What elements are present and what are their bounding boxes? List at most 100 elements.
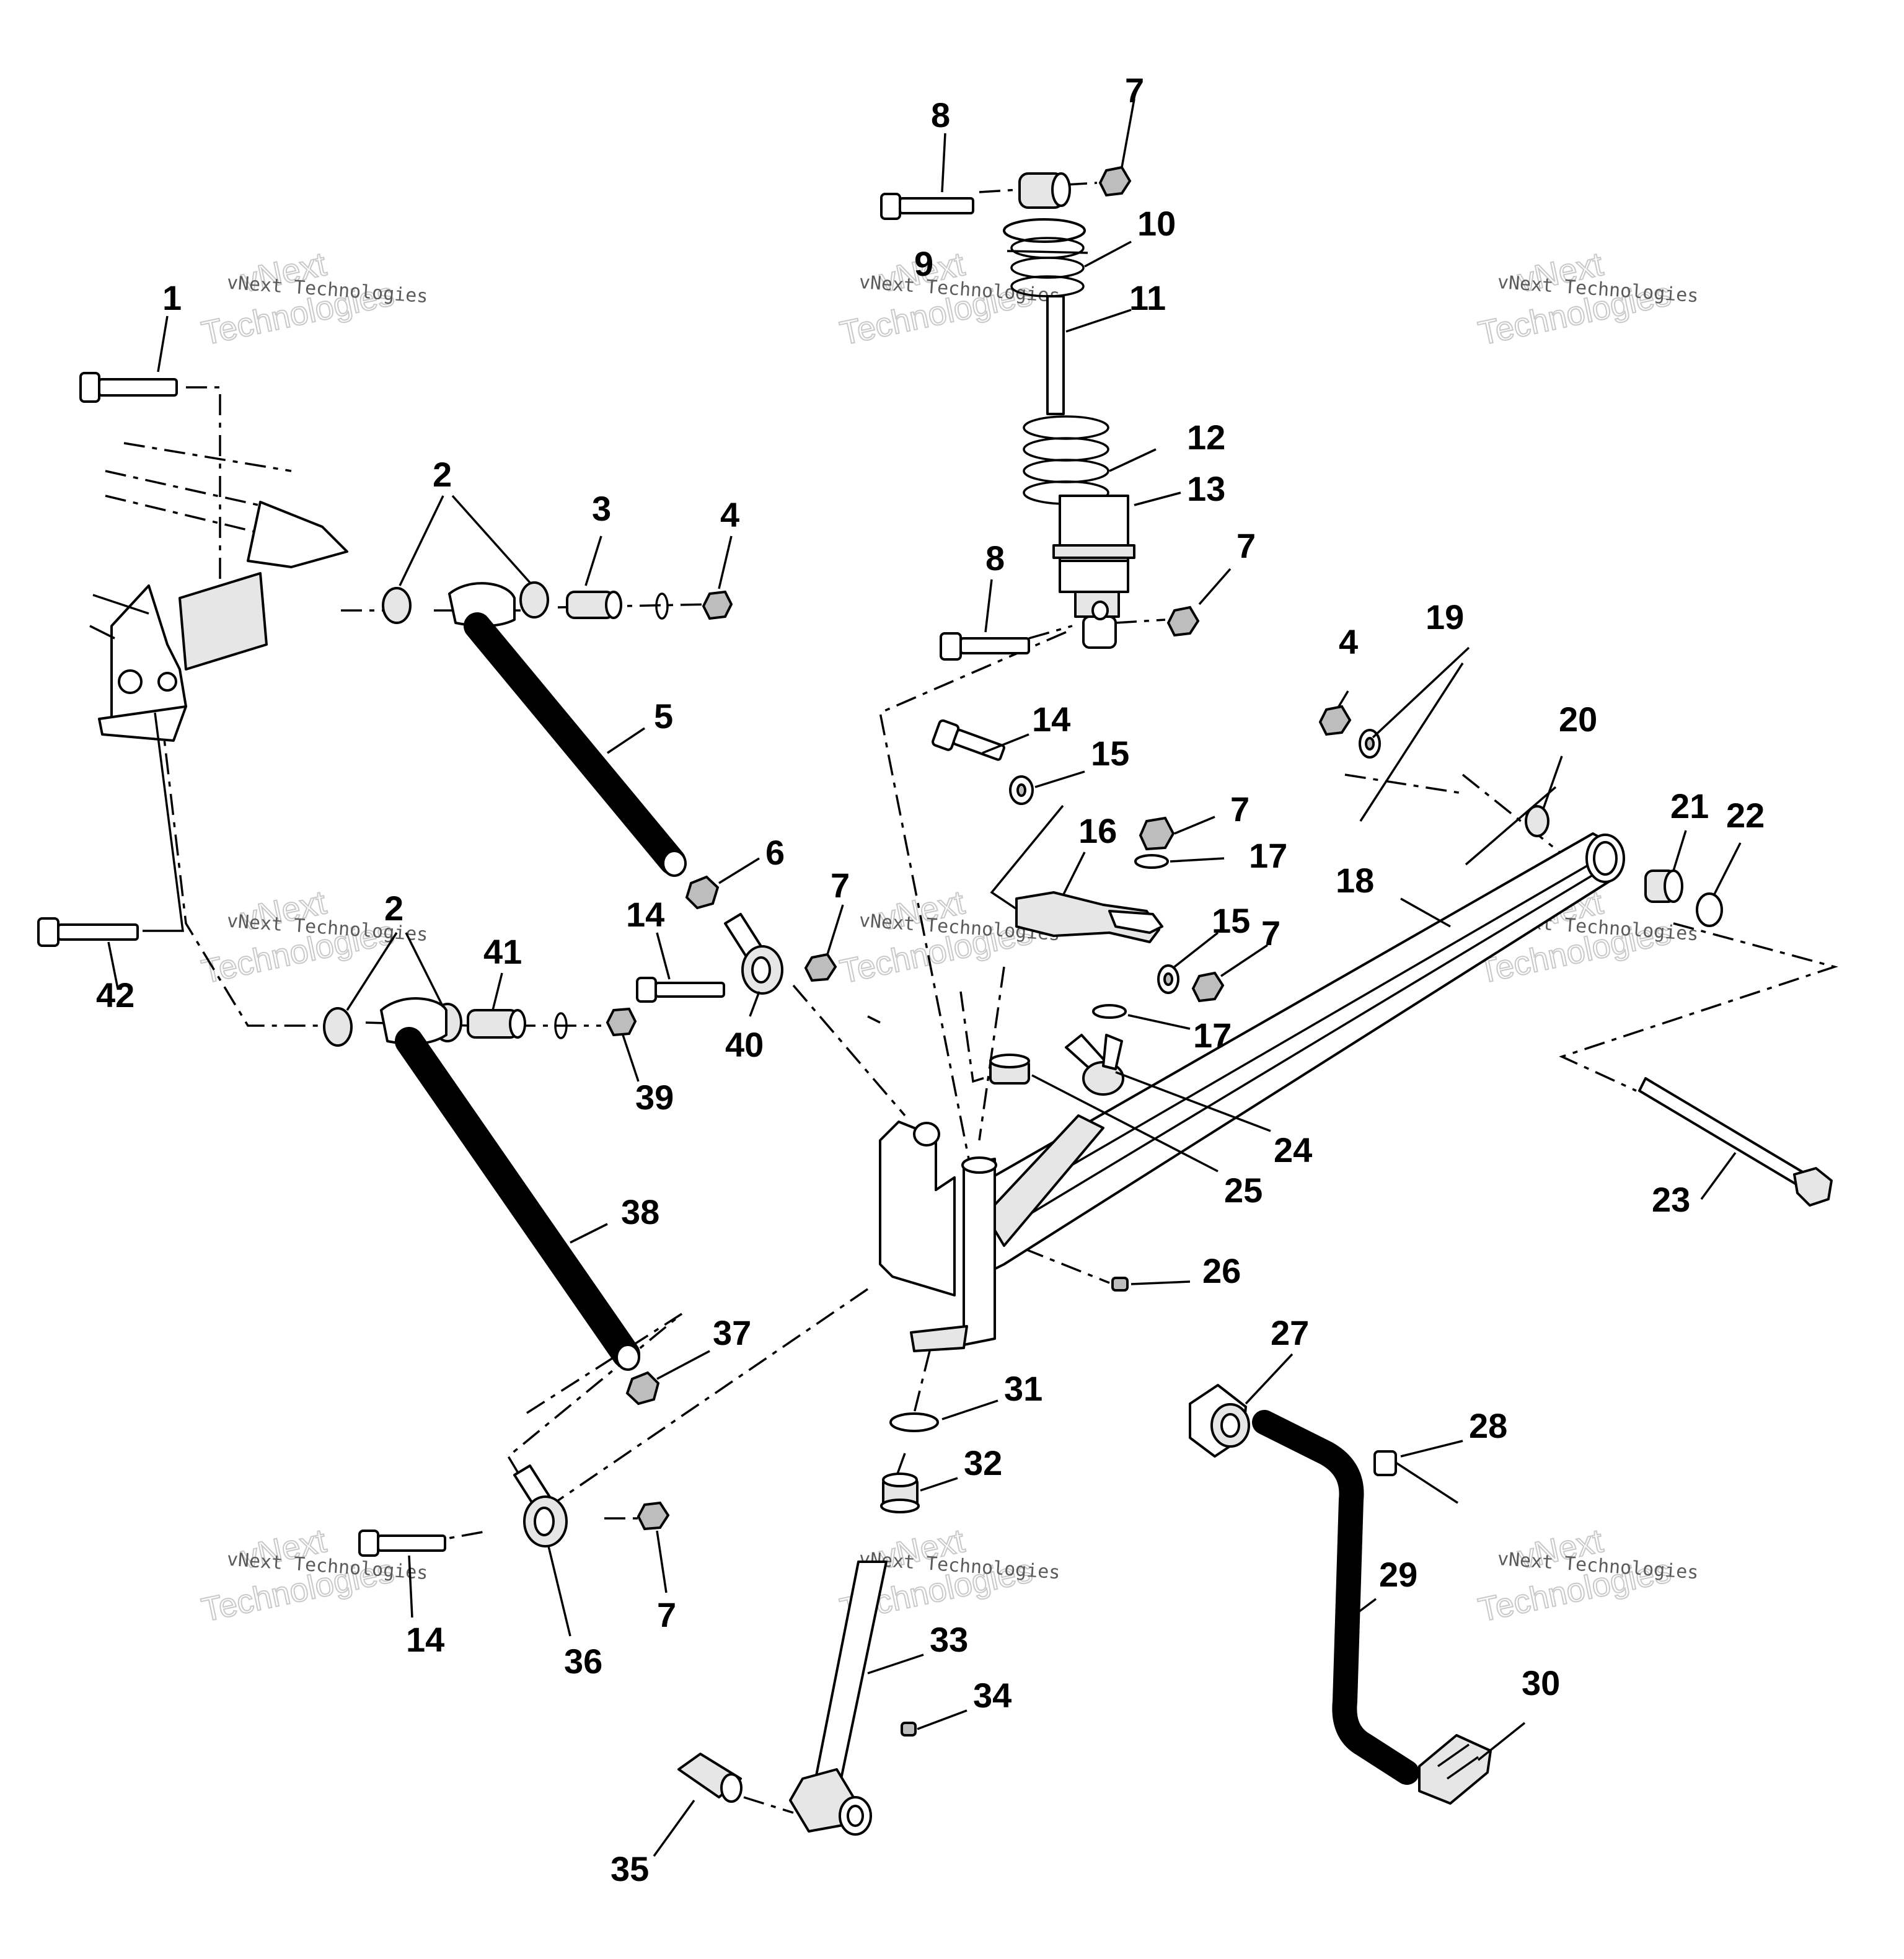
shock-body-part-13	[1052, 495, 1135, 649]
nut-part-39	[606, 1007, 637, 1037]
callout-31: 31	[1004, 1369, 1042, 1408]
callout-25: 25	[1224, 1171, 1263, 1210]
leader-line	[570, 1223, 608, 1244]
leader-line	[1542, 755, 1563, 809]
leader-line	[867, 1653, 924, 1675]
callout-11: 11	[1129, 278, 1166, 317]
callout-2: 2	[384, 889, 403, 928]
assembly-line	[792, 984, 906, 1117]
leader-line	[1350, 1598, 1377, 1619]
washer-part-20	[1525, 805, 1549, 837]
leader-line	[1170, 857, 1225, 863]
assembly-line	[910, 1350, 931, 1426]
washer-part-15-a	[1009, 775, 1034, 805]
leader-line	[1065, 309, 1132, 333]
leader-line	[399, 495, 444, 586]
leader-line	[1400, 1440, 1463, 1458]
leader-line	[1084, 240, 1132, 268]
bushing-part-21	[1644, 869, 1683, 903]
leader-line	[1400, 897, 1451, 928]
callout-14: 14	[626, 895, 664, 934]
callout-14: 14	[1032, 700, 1070, 739]
spindle-part-33	[789, 1561, 888, 1836]
leader-line	[1130, 1280, 1191, 1285]
bushing-part-2-b	[519, 581, 549, 619]
callout-7: 7	[1236, 526, 1256, 565]
nut-part-4-b	[1318, 705, 1352, 736]
nut-part-7-f	[637, 1501, 670, 1531]
assembly-line	[879, 631, 1067, 1166]
pin-part-28	[1373, 1450, 1458, 1504]
leader-line	[491, 972, 503, 1011]
bolt-part-14-a	[636, 977, 725, 1003]
grease-fitting-part-26	[1111, 1277, 1129, 1292]
leader-line	[1173, 931, 1219, 968]
washer-part-17-b	[1092, 1004, 1127, 1019]
callout-1: 1	[162, 278, 182, 317]
callout-7: 7	[1125, 71, 1144, 110]
callout-41: 41	[483, 932, 522, 971]
bushing-part-32	[880, 1473, 920, 1513]
callout-22: 22	[1726, 796, 1765, 835]
callout-18: 18	[1336, 861, 1374, 900]
leader-line	[1034, 770, 1085, 788]
leader-line	[1712, 842, 1742, 896]
callout-16: 16	[1078, 811, 1117, 850]
leader-line	[584, 535, 602, 586]
leader-line	[656, 1350, 710, 1380]
rod-end-part-36	[513, 1464, 568, 1547]
callout-14: 14	[406, 1620, 444, 1659]
brake-rod-part-29	[1252, 1410, 1419, 1785]
callout-24: 24	[1274, 1130, 1312, 1169]
assembly-line	[557, 603, 713, 609]
frame-bracket	[89, 442, 348, 742]
parts	[37, 165, 1833, 1836]
leader-line	[941, 133, 946, 193]
callout-32: 32	[964, 1443, 1002, 1482]
leader-line	[1477, 1722, 1526, 1761]
leader-line	[1007, 250, 1088, 254]
callout-17: 17	[1249, 836, 1287, 875]
callout-8: 8	[931, 95, 950, 134]
kingpin-housing	[879, 1120, 997, 1352]
leader-line	[656, 932, 671, 980]
leader-line	[1359, 663, 1464, 822]
oring	[554, 1012, 568, 1039]
callout-30: 30	[1522, 1663, 1560, 1702]
nut-part-7-d	[1139, 816, 1175, 851]
assembly-line	[545, 1288, 868, 1510]
assembly-line	[985, 1232, 1110, 1284]
bolt-part-14-c	[358, 1530, 446, 1557]
leader-line	[1031, 1074, 1219, 1173]
callout-40: 40	[725, 1025, 764, 1064]
assembly-line	[1028, 625, 1073, 640]
assembly-line	[160, 712, 322, 1027]
leader-line	[653, 1799, 695, 1857]
assembly-line	[186, 386, 221, 595]
assembly-line	[1344, 773, 1463, 795]
main-spring-part-12	[1023, 415, 1109, 505]
leader-line	[157, 315, 169, 372]
leader-line	[451, 495, 531, 584]
leader-line	[107, 941, 119, 989]
pin-part-35	[677, 1753, 743, 1803]
nut-part-6	[685, 875, 720, 910]
callout-26: 26	[1202, 1251, 1241, 1290]
leader-line	[408, 1555, 413, 1618]
callout-13: 13	[1187, 469, 1225, 508]
bushing-part-2-c	[323, 1007, 353, 1047]
leader-line	[1220, 944, 1268, 977]
leader-line	[1115, 1071, 1271, 1132]
leader-line	[749, 991, 760, 1017]
leader-line	[607, 727, 645, 754]
callout-labels: 1 2 3 4 5 6 7 14 40 42 2 41 39 38 37 14 …	[96, 71, 1765, 1888]
bolt-part-14-b	[932, 719, 1005, 761]
callout-9: 9	[914, 244, 933, 283]
callout-8: 8	[985, 539, 1005, 578]
assembly-line	[1065, 182, 1098, 186]
assembly-line	[506, 1313, 683, 1519]
bolt-part-23	[1638, 1077, 1833, 1207]
leader-line	[984, 579, 993, 633]
washer-part-17-a	[1134, 854, 1169, 869]
